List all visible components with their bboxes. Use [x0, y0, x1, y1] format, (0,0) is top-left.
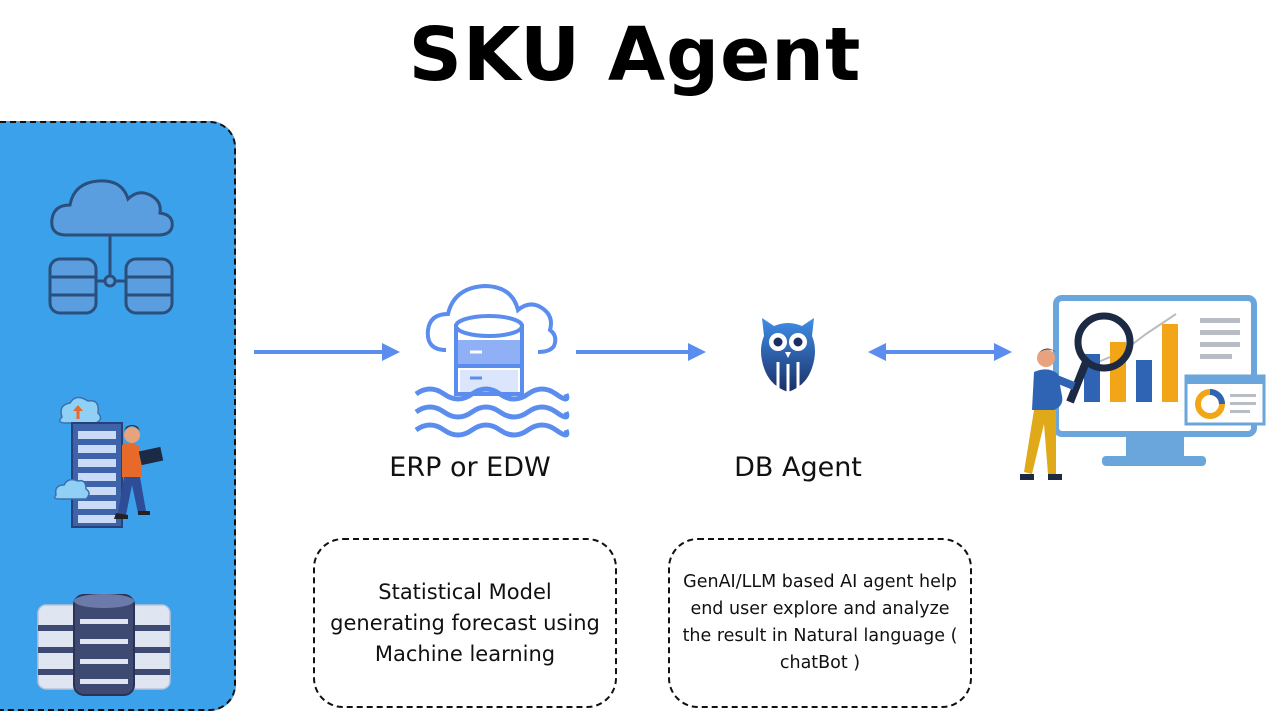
- db-agent-label: DB Agent: [734, 452, 862, 483]
- cloud-database-icon: [48, 179, 174, 315]
- owl-logo-icon: [761, 318, 815, 392]
- erp-description-box: Statistical Model generating forecast us…: [313, 538, 617, 708]
- data-lake-icon: [414, 283, 570, 438]
- agent-description-box: GenAI/LLM based AI agent help end user e…: [668, 538, 972, 708]
- data-sources-panel: [0, 121, 236, 711]
- erp-edw-label: ERP or EDW: [389, 452, 551, 483]
- database-stack-icon: [37, 594, 171, 696]
- server-rack-person-icon: [53, 396, 164, 528]
- agent-description-text: GenAI/LLM based AI agent help end user e…: [682, 572, 958, 673]
- diagram-title: SKU Agent: [408, 12, 862, 98]
- analytics-dashboard-person-icon: [1020, 295, 1266, 480]
- erp-description-text: Statistical Model generating forecast us…: [330, 579, 600, 666]
